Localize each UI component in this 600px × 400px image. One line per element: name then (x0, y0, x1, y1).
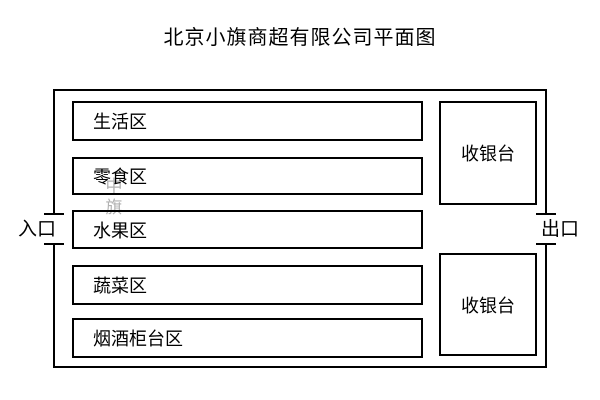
zone-label: 生活区 (93, 112, 147, 132)
exit-label: 出口 (540, 219, 579, 240)
zone-box-fruit: 水果区 (72, 210, 423, 249)
watermark-char-2: 旗 (105, 198, 123, 217)
cashier-label: 收银台 (461, 295, 515, 316)
zone-box-snacks: 零食区 (72, 157, 423, 195)
page-title: 北京小旗商超有限公司平面图 (163, 27, 437, 49)
zone-box-tobacco-liquor: 烟酒柜台区 (72, 318, 423, 358)
watermark: 中 旗 (101, 176, 127, 218)
wall-left-lower (53, 243, 55, 368)
cashier-label: 收银台 (461, 144, 515, 164)
zone-label: 水果区 (93, 220, 147, 241)
watermark-char-1: 中 (105, 177, 123, 196)
zone-box-vegetables: 蔬菜区 (72, 265, 423, 305)
wall-right-lower (545, 243, 547, 368)
wall-right-upper (545, 89, 547, 215)
entrance-door-tick-bottom (44, 243, 64, 245)
exit-door-tick-top (536, 213, 556, 215)
entrance-door-tick-top (44, 213, 64, 215)
wall-top (53, 89, 547, 91)
zone-label: 零食区 (93, 167, 147, 187)
zone-box-living: 生活区 (72, 101, 423, 141)
entrance-label: 入口 (17, 219, 56, 240)
zone-label: 烟酒柜台区 (93, 329, 183, 349)
cashier-box-top: 收银台 (439, 101, 537, 205)
zone-label: 蔬菜区 (93, 276, 147, 296)
wall-bottom (53, 366, 547, 368)
exit-door-tick-bottom (536, 243, 556, 245)
cashier-box-bottom: 收银台 (439, 253, 537, 356)
wall-left-upper (53, 89, 55, 215)
